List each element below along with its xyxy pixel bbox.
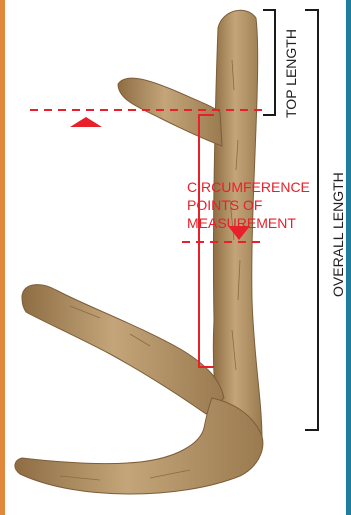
top-length-label: TOP LENGTH [283,29,299,118]
left-edge-strip [0,0,5,515]
antler-image [15,10,263,494]
antler-base-sweep [15,398,263,494]
circumference-label-line-3: MEASUREMENT [187,214,310,232]
circumference-label-line-1: CIRCUMFERENCE [187,178,310,196]
circumference-label: CIRCUMFERENCE POINTS OF MEASUREMENT [187,178,310,232]
top-length-bracket [263,10,275,115]
antler-upper-tine [118,78,222,146]
circumference-label-line-2: POINTS OF [187,196,310,214]
antler-lower-tine [22,285,224,414]
right-edge-strip [346,0,351,515]
circumference-marker-up [70,117,102,127]
overall-length-label: OVERALL LENGTH [330,172,346,297]
